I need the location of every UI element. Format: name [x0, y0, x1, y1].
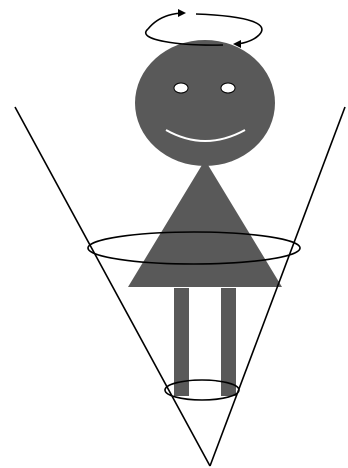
right-eye: [221, 83, 235, 93]
rotation-arc-top-right: [196, 14, 262, 35]
rotation-arc-bottom-right: [235, 35, 259, 44]
left-leg: [174, 288, 189, 396]
left-eye: [174, 83, 188, 93]
head: [135, 40, 275, 166]
rotation-arc-top: [148, 13, 184, 29]
body-triangle: [128, 160, 282, 287]
right-leg: [221, 288, 236, 396]
